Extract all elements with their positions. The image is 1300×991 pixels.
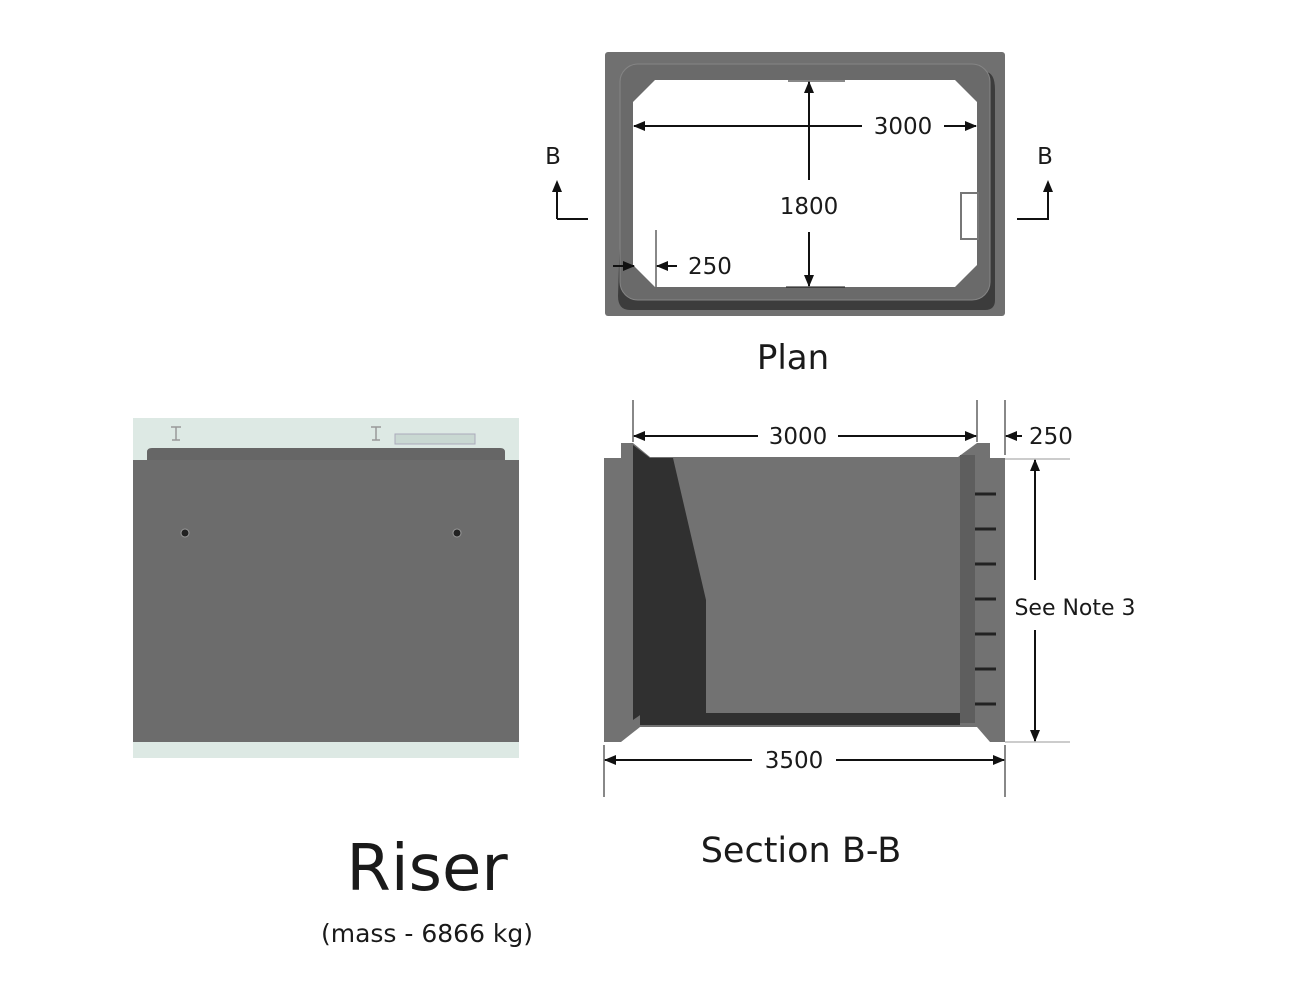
lifting-anchor (452, 528, 462, 538)
section-arrow-right (1017, 190, 1049, 220)
step-irons (975, 492, 996, 706)
riser-title: Riser (346, 832, 508, 906)
plan-view: 3000 1800 250 B B Plan (545, 52, 1053, 378)
section-title: Section B-B (701, 831, 902, 871)
riser-elevation: Riser (mass - 6866 kg) (133, 418, 533, 948)
plan-step-iron (960, 192, 979, 240)
riser-top-lip (147, 448, 505, 460)
section-view: 3000 250 See Note 3 3500 Section B-B (603, 400, 1136, 871)
section-dim-outer: 3500 (765, 748, 824, 774)
section-arrow-left (556, 190, 588, 220)
lifting-pin (371, 426, 381, 441)
plan-dim-length: 3000 (874, 114, 933, 140)
riser-step-iron (394, 433, 476, 445)
lifting-anchor (180, 528, 190, 538)
riser-body (133, 460, 519, 742)
section-dim-wall: 250 (1029, 424, 1073, 450)
section-mark-left: B (545, 144, 561, 170)
lifting-pin (171, 426, 181, 441)
section-wall-shadow (633, 445, 706, 720)
riser-mass: (mass - 6866 kg) (321, 919, 533, 948)
plan-title: Plan (757, 338, 829, 378)
section-floor-shadow (640, 713, 960, 725)
section-dim-inner: 3000 (769, 424, 828, 450)
plan-opening (633, 80, 977, 287)
plan-dim-wall: 250 (688, 254, 732, 280)
plan-dim-width: 1800 (780, 194, 839, 220)
section-mark-right: B (1037, 144, 1053, 170)
section-height-note: See Note 3 (1014, 596, 1135, 621)
